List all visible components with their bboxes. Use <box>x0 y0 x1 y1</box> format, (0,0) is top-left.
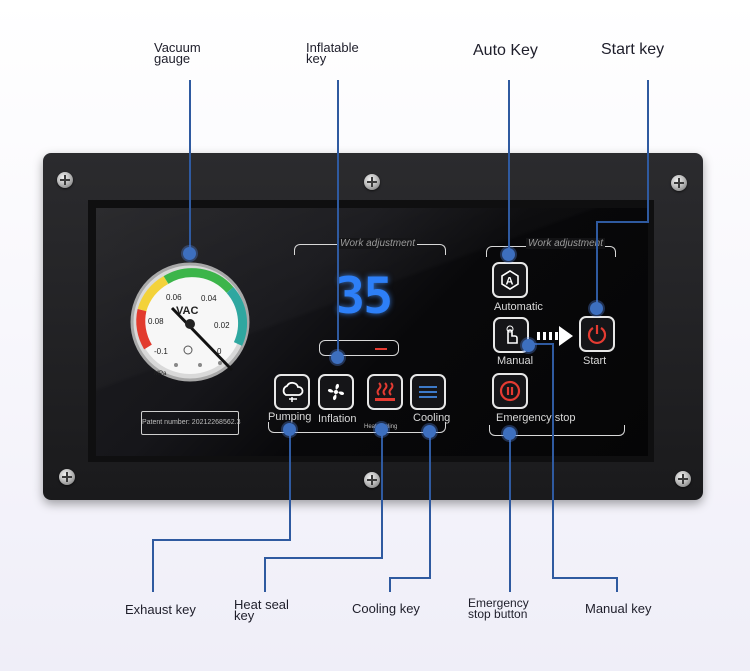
screw-icon <box>59 469 75 485</box>
left-section-bottom <box>268 422 446 433</box>
gauge-label-004: 0.04 <box>201 294 217 303</box>
automatic-label: Automatic <box>494 301 543 313</box>
vacuum-gauge: 0.06 0.04 0.08 0.02 -0.1 0 VAC MPa <box>130 262 250 382</box>
value-bar <box>319 340 399 356</box>
callout-dot <box>503 427 516 440</box>
cooling-label: Cooling <box>413 412 451 424</box>
auto-a-icon: A <box>501 270 519 290</box>
callout-emergency-stop-line1: Emergency <box>468 596 529 610</box>
callout-auto-key: Auto Key <box>473 42 538 59</box>
time-display: 35 <box>335 267 393 325</box>
callout-vacuum-gauge-line2: gauge <box>154 51 191 66</box>
manual-key[interactable] <box>493 317 529 353</box>
patent-number: Patent number: 20212268562.3 <box>141 411 240 435</box>
callout-heat-seal-key: Heat seal key <box>234 597 289 623</box>
pump-cloud-icon <box>282 381 304 402</box>
gauge-unit: MPa <box>154 371 167 377</box>
callout-vacuum-gauge: Vacuum gauge <box>154 40 201 66</box>
gauge-label-0: 0 <box>217 347 222 356</box>
callout-dot <box>590 302 603 315</box>
inflation-key[interactable] <box>318 374 354 410</box>
start-key[interactable] <box>579 316 615 352</box>
callout-exhaust-key: Exhaust key <box>125 602 196 617</box>
screw-icon <box>57 172 73 188</box>
automatic-key[interactable]: A <box>492 262 528 298</box>
callout-manual-key: Manual key <box>585 601 652 616</box>
manual-label: Manual <box>497 355 534 367</box>
fan-icon <box>327 383 345 401</box>
callout-heat-seal-key-line1: Heat seal <box>234 597 289 612</box>
start-label: Start <box>583 355 607 367</box>
callout-emergency-stop-line2: stop button <box>468 607 528 621</box>
callout-emergency-stop: Emergency stop button <box>468 596 529 621</box>
left-section-title: Work adjustment <box>338 238 418 249</box>
callout-inflatable-key-line1: Inflatable <box>306 40 359 55</box>
inflation-label: Inflation <box>318 413 357 425</box>
right-section-title: Work adjustment <box>526 238 606 249</box>
gauge-label-008: 0.08 <box>148 317 164 326</box>
callout-inflatable-key: Inflatable key <box>306 40 359 66</box>
callout-dot <box>375 423 388 436</box>
gauge-label-006: 0.06 <box>166 293 182 302</box>
pumping-label: Pumping <box>268 411 312 423</box>
callout-cooling-key: Cooling key <box>352 601 420 616</box>
power-icon <box>587 325 607 345</box>
callout-dot <box>423 425 436 438</box>
heat-sealing-key[interactable] <box>367 374 403 410</box>
hand-touch-icon <box>506 325 518 344</box>
screw-icon <box>364 472 380 488</box>
right-section-bottom <box>489 425 625 436</box>
screw-icon <box>671 175 687 191</box>
callout-dot <box>331 351 344 364</box>
emergency-stop-label: Emergency stop <box>496 412 576 424</box>
cooling-key[interactable] <box>410 374 446 410</box>
gauge-label-002: 0.02 <box>214 321 230 330</box>
callout-dot <box>502 248 515 261</box>
callout-heat-seal-key-line2: key <box>234 608 255 623</box>
gauge-brand: VAC <box>176 305 198 317</box>
stop-power-icon <box>499 380 521 402</box>
arrow-icon <box>537 326 573 346</box>
callout-inflatable-key-line2: key <box>306 51 327 66</box>
emergency-stop-key[interactable] <box>492 373 528 409</box>
callout-dot <box>283 423 296 436</box>
callout-vacuum-gauge-line1: Vacuum <box>154 40 201 55</box>
callout-dot <box>522 339 535 352</box>
gauge-label-neg01: -0.1 <box>154 347 168 356</box>
pumping-key[interactable] <box>274 374 310 410</box>
callout-dot <box>183 247 196 260</box>
svg-text:A: A <box>506 276 514 288</box>
screw-icon <box>364 174 380 190</box>
callout-start-key: Start key <box>601 41 665 58</box>
screw-icon <box>675 471 691 487</box>
cooling-icon <box>419 386 437 398</box>
heat-waves-icon <box>375 382 395 401</box>
